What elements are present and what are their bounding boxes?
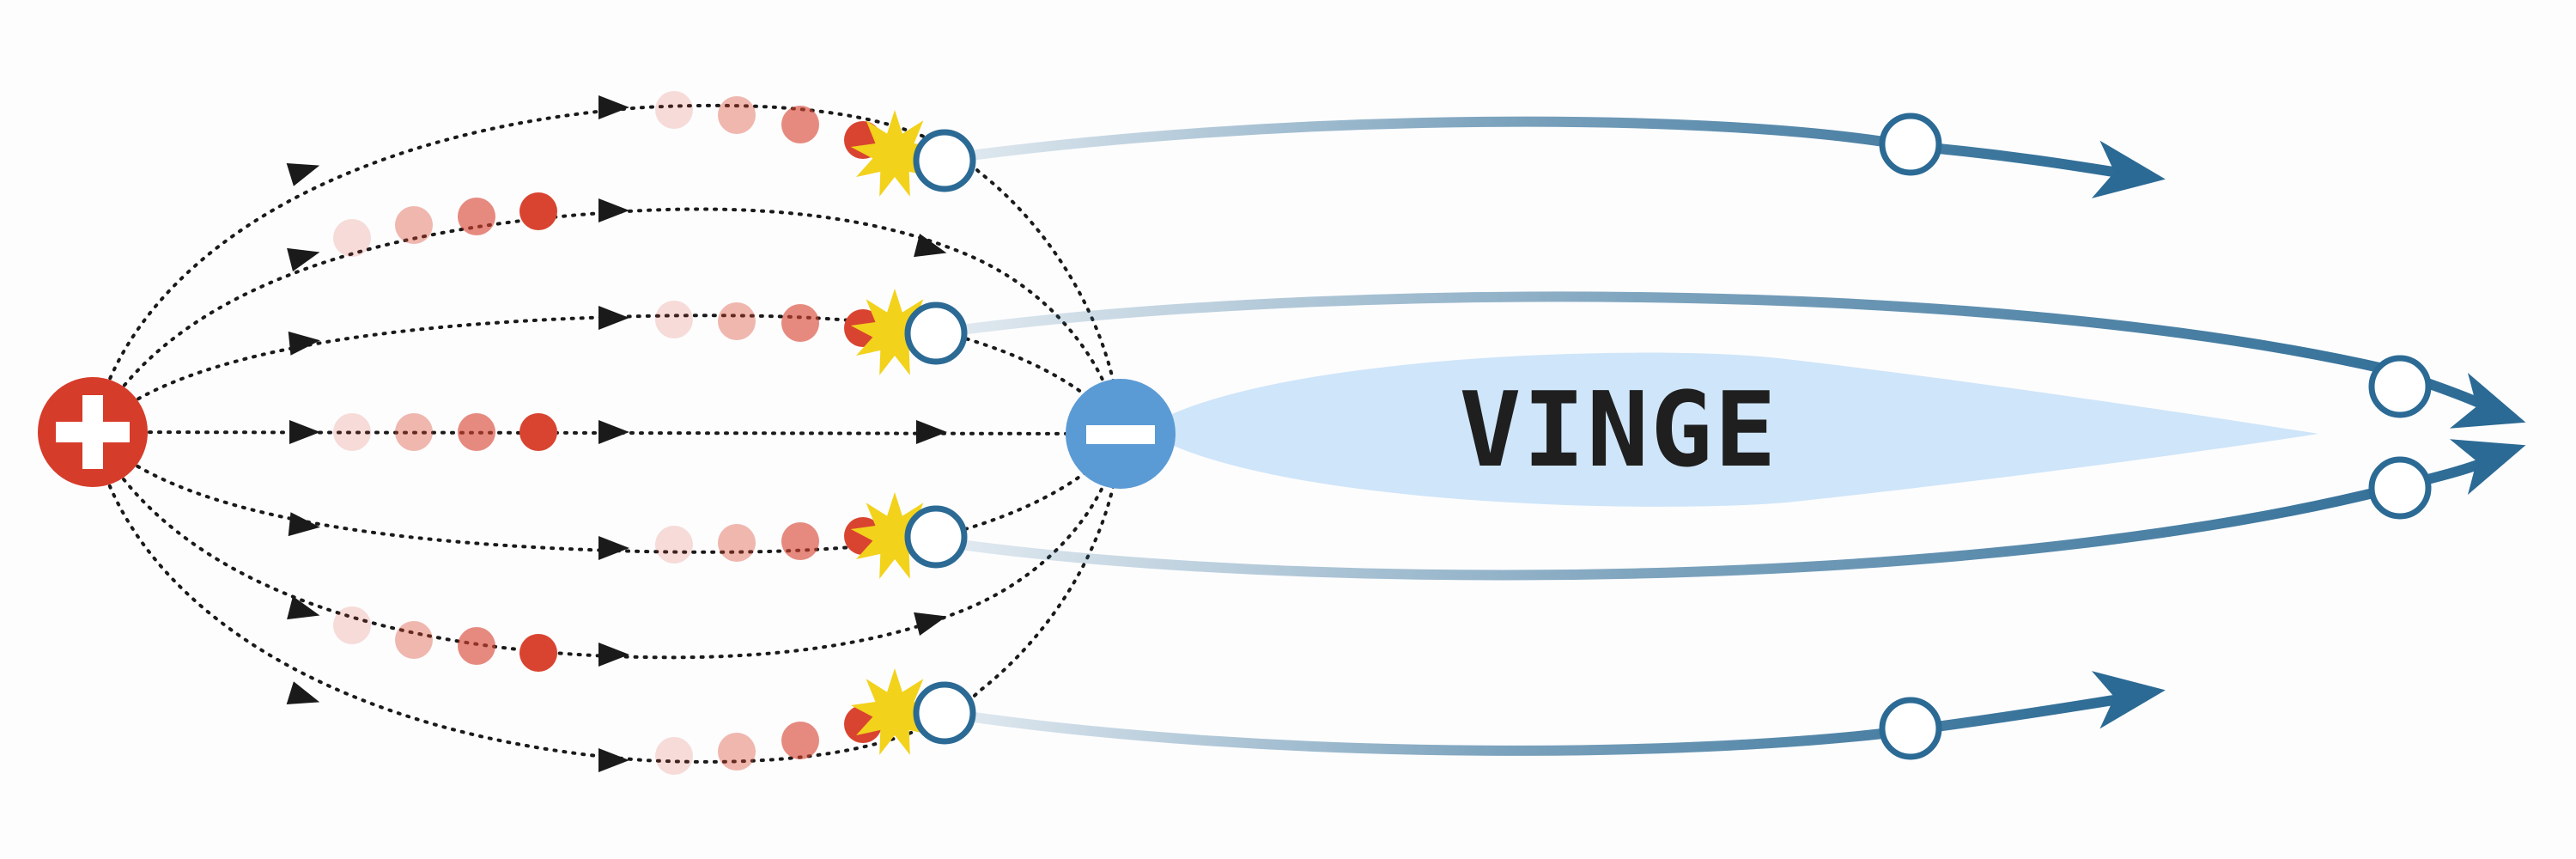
particle [781,722,819,759]
field-arrow [288,512,320,537]
ion-trail [939,116,2135,180]
field-arrow [288,331,320,356]
field-arrow [287,247,320,272]
ion-trail [939,692,2135,756]
field-arrow [598,198,629,222]
particle [655,526,693,564]
particle [781,106,819,143]
particle [718,524,756,562]
particle [781,522,819,560]
field-arrow [289,420,320,444]
field-line [91,207,1122,436]
particle [333,219,371,257]
particle [781,304,819,342]
ion-trail-arrowhead [2091,671,2166,729]
ion-trail-arrowhead [2449,373,2526,429]
ions [904,113,2432,760]
particle [519,634,557,672]
ion-trail-arrowhead [2449,439,2526,495]
wing-shape [1142,352,2318,507]
field-arrow [286,162,320,186]
spark-icon [850,110,939,197]
field-arrow [286,681,320,705]
field-arrow [598,420,629,444]
particle [655,737,693,775]
particle [458,627,495,665]
field-arrow [598,95,629,119]
particle [655,301,693,338]
particle [519,413,557,451]
ion [1879,113,1942,176]
particle [333,413,371,451]
particle [655,91,693,129]
field-line [91,430,1122,554]
particle [519,192,557,230]
field-arrow [598,643,629,667]
ion [913,681,976,745]
field-line [91,430,1122,436]
field-arrow [914,612,947,637]
field-line [91,430,1122,660]
field-arrow [914,233,947,258]
ion [1879,697,1942,760]
ion [904,302,968,365]
particle [718,733,756,771]
negative-electrode [1066,379,1176,489]
ion [913,129,976,192]
field-line [91,103,1122,436]
spark-icon [850,668,939,755]
field-line-arrows [286,95,947,772]
field-arrow [598,306,629,330]
wing-label: VINGE [1459,371,1777,490]
ion-trail-arrowhead [2091,140,2166,198]
field-arrow [287,595,320,620]
positive-electrode [38,377,148,487]
particle [458,413,495,451]
ion [2368,355,2432,418]
particle [395,621,433,659]
particle [718,96,756,134]
field-arrow [598,748,629,772]
particle [718,302,756,340]
minus-icon [1086,425,1155,444]
particle [458,198,495,235]
particle [395,206,433,244]
field-line [91,314,1122,436]
field-arrow [598,536,629,560]
particle [333,606,371,644]
plus-icon [56,395,130,469]
particle [395,413,433,451]
field-lines [91,103,1122,764]
ion [2368,456,2432,520]
ion [904,505,968,569]
field-arrow [916,420,947,444]
